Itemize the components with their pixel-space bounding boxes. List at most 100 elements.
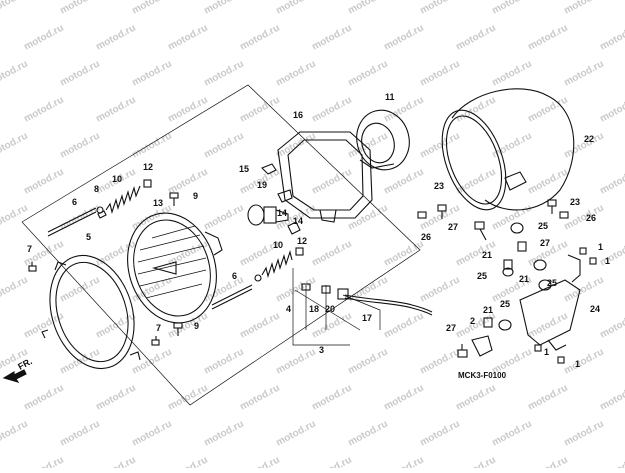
watermark-text: motod.ru — [310, 167, 353, 197]
watermark-text: motod.ru — [526, 95, 569, 125]
small-screws — [169, 192, 183, 336]
callout-27-top: 27 — [448, 222, 458, 232]
watermark-text: motod.ru — [166, 455, 209, 468]
watermark-text: motod.ru — [490, 131, 533, 161]
watermark-text: motod.ru — [94, 95, 137, 125]
watermark-text: motod.ru — [310, 239, 353, 269]
watermark-text: motod.ru — [382, 383, 425, 413]
watermark-text: motod.ru — [346, 419, 389, 449]
case-bolts — [417, 199, 569, 219]
callout-1-a: 1 — [598, 242, 603, 252]
callout-26-right: 26 — [586, 213, 596, 223]
watermark-text: motod.ru — [310, 455, 353, 468]
watermark-text: motod.ru — [346, 0, 389, 17]
watermark-text: motod.ru — [130, 0, 173, 17]
watermark-text: motod.ru — [274, 419, 317, 449]
watermark-text: motod.ru — [166, 383, 209, 413]
watermark-text: motod.ru — [382, 455, 425, 468]
watermark-text: motod.ru — [562, 203, 605, 233]
watermark-text: motod.ru — [562, 347, 605, 377]
watermark-text: motod.ru — [598, 455, 625, 468]
callout-26-left: 26 — [421, 232, 431, 242]
watermark-text: motod.ru — [94, 383, 137, 413]
watermark-text: motod.ru — [202, 131, 245, 161]
callout-20: 20 — [325, 304, 335, 314]
watermark-text: motod.ru — [526, 311, 569, 341]
watermark-text: motod.ru — [310, 95, 353, 125]
grommets — [498, 222, 552, 331]
watermark-text: motod.ru — [22, 455, 65, 468]
watermark-text: motod.ru — [418, 59, 461, 89]
watermark-text: motod.ru — [130, 59, 173, 89]
watermark-text: motod.ru — [562, 0, 605, 17]
position-lamp-parts — [301, 283, 331, 294]
callout-2: 2 — [470, 316, 475, 326]
callout-21-lower: 21 — [519, 274, 529, 284]
watermark-text: motod.ru — [130, 131, 173, 161]
watermark-text: motod.ru — [58, 0, 101, 17]
watermark-text: motod.ru — [382, 239, 425, 269]
callout-labels: 11 22 16 12 15 9 8 10 6 13 19 7 5 14 14 … — [27, 92, 610, 369]
watermark-text: motod.ru — [454, 383, 497, 413]
watermark-text: motod.ru — [0, 419, 30, 449]
stay-screws — [534, 247, 597, 364]
headlight-case — [441, 88, 575, 211]
washers-and-nuts — [96, 179, 304, 282]
rim-screws — [28, 262, 160, 346]
callout-10-mid: 10 — [273, 240, 283, 250]
callout-21-bottom: 21 — [483, 305, 493, 315]
callout-22: 22 — [584, 134, 594, 144]
watermark-text: motod.ru — [274, 347, 317, 377]
watermark-text: motod.ru — [0, 203, 30, 233]
watermark-text: motod.ru — [238, 455, 281, 468]
callout-14-b: 14 — [293, 216, 303, 226]
callout-10-top: 10 — [112, 174, 122, 184]
callout-5: 5 — [86, 232, 91, 242]
watermark-text: motod.ru — [58, 131, 101, 161]
watermark-text: motod.ru — [202, 59, 245, 89]
watermark-text: motod.ru — [166, 167, 209, 197]
watermark-text: motod.ru — [454, 167, 497, 197]
watermark-text: motod.ru — [598, 311, 625, 341]
watermark-text: motod.ru — [22, 383, 65, 413]
clips — [261, 163, 301, 235]
headlight-stay — [519, 254, 581, 351]
watermark-text: motod.ru — [490, 419, 533, 449]
callout-9-bottom: 9 — [194, 321, 199, 331]
watermark-text: motod.ru — [418, 275, 461, 305]
watermark-text: motod.ru — [310, 23, 353, 53]
headlight-bulb — [247, 204, 289, 226]
headlight-unit — [127, 212, 223, 324]
watermark-text: motod.ru — [202, 0, 245, 17]
callout-1-c: 1 — [544, 347, 549, 357]
watermark-text: motod.ru — [310, 383, 353, 413]
callout-27-mid: 27 — [540, 238, 550, 248]
watermark-text: motod.ru — [202, 419, 245, 449]
callout-6-top: 6 — [72, 197, 77, 207]
callout-8: 8 — [94, 184, 99, 194]
callout-23-right: 23 — [570, 197, 580, 207]
callout-25-mid: 25 — [477, 271, 487, 281]
callout-1-d: 1 — [575, 359, 580, 369]
callout-18: 18 — [309, 304, 319, 314]
watermark-text: motod.ru — [382, 167, 425, 197]
watermark-text: motod.ru — [238, 23, 281, 53]
watermark-text: motod.ru — [418, 419, 461, 449]
bolts — [47, 207, 253, 310]
callout-14-a: 14 — [277, 208, 287, 218]
watermark-text: motod.ru — [58, 275, 101, 305]
watermark-text: motod.ru — [0, 59, 30, 89]
callout-19: 19 — [257, 180, 267, 190]
watermark-text: motod.ru — [130, 347, 173, 377]
watermark-text: motod.ru — [598, 167, 625, 197]
watermark-text: motod.ru — [22, 95, 65, 125]
callout-25-lower: 25 — [547, 278, 557, 288]
watermark-text: motod.ru — [238, 311, 281, 341]
watermark-text: motod.ru — [526, 23, 569, 53]
watermark-text: motod.ru — [238, 95, 281, 125]
watermark-text: motod.ru — [454, 311, 497, 341]
front-arrow-icon — [2, 369, 27, 383]
callout-9-top: 9 — [193, 191, 198, 201]
watermark-text: motod.ru — [94, 455, 137, 468]
